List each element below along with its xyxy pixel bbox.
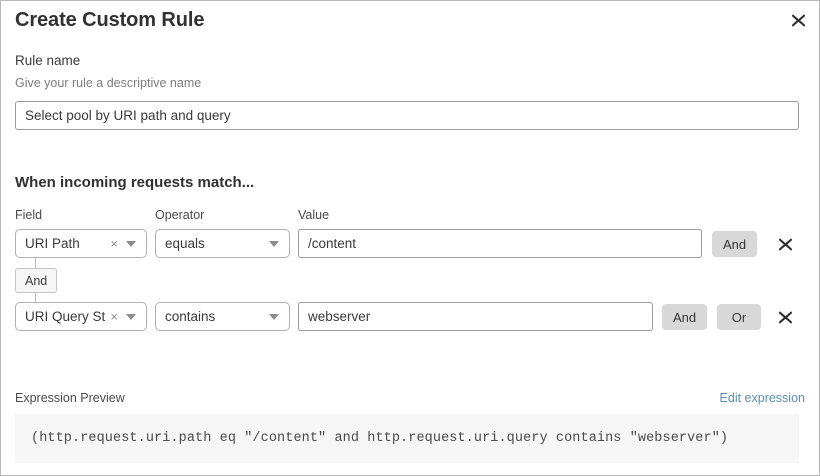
chevron-down-icon: [269, 240, 279, 247]
remove-condition-button-row-2[interactable]: [774, 306, 796, 328]
edit-expression-link[interactable]: Edit expression: [719, 391, 805, 405]
and-button-row-2[interactable]: And: [662, 304, 708, 330]
and-button-row-1[interactable]: And: [712, 231, 758, 257]
field-select-row-2[interactable]: URI Query St... ×: [15, 302, 147, 331]
operator-select-row-2[interactable]: contains: [155, 302, 290, 331]
chevron-down-icon: [126, 240, 136, 247]
field-select-value-row-2: URI Query St...: [25, 309, 106, 324]
operator-select-row-1[interactable]: equals: [155, 229, 290, 258]
expression-preview-box: (http.request.uri.path eq "/content" and…: [15, 414, 799, 463]
or-button-row-2[interactable]: Or: [717, 304, 761, 330]
remove-condition-button-row-1[interactable]: [774, 233, 796, 255]
chevron-down-icon: [126, 313, 136, 320]
operator-select-value-row-2: contains: [165, 309, 216, 324]
chevron-down-icon: [269, 313, 279, 320]
remove-icon: [778, 237, 793, 252]
field-select-row-1[interactable]: URI Path ×: [15, 229, 147, 258]
value-input-row-1[interactable]: [298, 229, 702, 258]
clear-icon[interactable]: ×: [110, 236, 118, 251]
connector-line-top: [35, 258, 36, 268]
field-select-value-row-1: URI Path: [25, 236, 80, 251]
value-input-row-2[interactable]: [298, 302, 653, 331]
close-dialog-button[interactable]: [785, 7, 811, 33]
clear-icon[interactable]: ×: [110, 309, 118, 324]
operator-select-value-row-1: equals: [165, 236, 205, 251]
expression-preview-text: (http.request.uri.path eq "/content" and…: [31, 431, 729, 446]
rule-name-help-text: Give your rule a descriptive name: [15, 76, 202, 90]
rule-name-label: Rule name: [15, 53, 81, 68]
column-header-value: Value: [298, 208, 330, 222]
column-header-operator: Operator: [155, 208, 205, 222]
rule-name-input[interactable]: [15, 101, 799, 130]
logical-connector-and[interactable]: And: [15, 268, 58, 293]
connector-line-bottom: [35, 293, 36, 303]
column-header-field: Field: [15, 208, 43, 222]
dialog-title: Create Custom Rule: [15, 9, 205, 31]
close-icon: [791, 13, 806, 28]
match-section-heading: When incoming requests match...: [15, 174, 255, 191]
expression-preview-label: Expression Preview: [15, 391, 125, 405]
remove-icon: [778, 310, 793, 325]
